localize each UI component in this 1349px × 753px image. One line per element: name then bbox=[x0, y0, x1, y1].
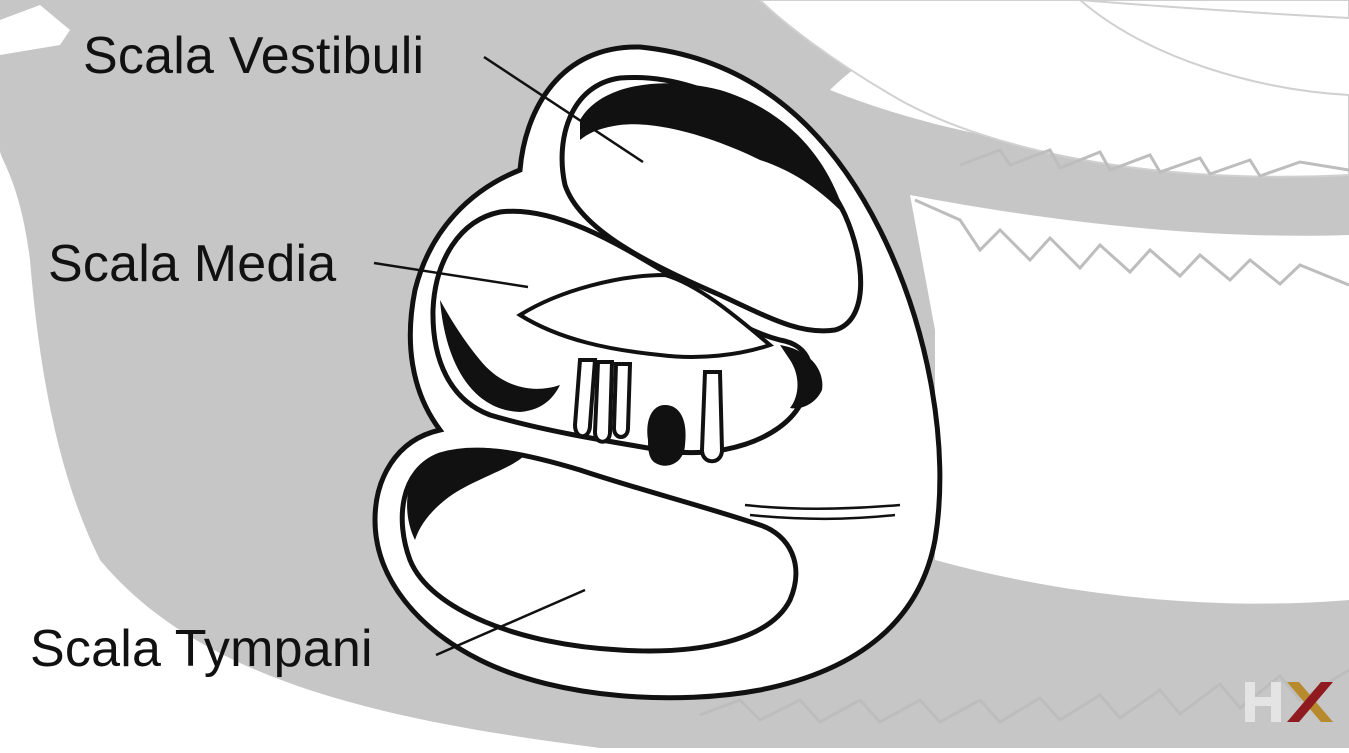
logo-h bbox=[1245, 682, 1281, 722]
media-shading-right bbox=[780, 345, 823, 409]
nerve-fibers bbox=[744, 503, 901, 520]
hair-cells bbox=[572, 358, 725, 464]
top-left-wedge bbox=[0, 5, 70, 55]
tunnel-of-corti bbox=[647, 405, 686, 466]
label-scala-vestibuli: Scala Vestibuli bbox=[83, 27, 425, 85]
leader-vestibuli bbox=[483, 55, 644, 164]
band-teeth-1 bbox=[959, 148, 1349, 178]
leader-media bbox=[373, 261, 529, 289]
label-scala-media: Scala Media bbox=[48, 235, 337, 293]
band-teeth-2 bbox=[914, 198, 1349, 287]
leader-tympani bbox=[435, 588, 586, 657]
band-bottom-teeth bbox=[699, 668, 1349, 724]
logo-x bbox=[1287, 682, 1333, 722]
vestibuli-shading bbox=[580, 83, 845, 215]
outer-band-top bbox=[758, 0, 1349, 178]
tympani-shading bbox=[407, 448, 525, 540]
scala-tympani-chamber bbox=[399, 447, 799, 654]
label-scala-tympani: Scala Tympani bbox=[30, 620, 373, 678]
tectorial-membrane bbox=[516, 272, 775, 359]
media-shading-left bbox=[440, 300, 560, 412]
hx-logo bbox=[1241, 678, 1337, 726]
